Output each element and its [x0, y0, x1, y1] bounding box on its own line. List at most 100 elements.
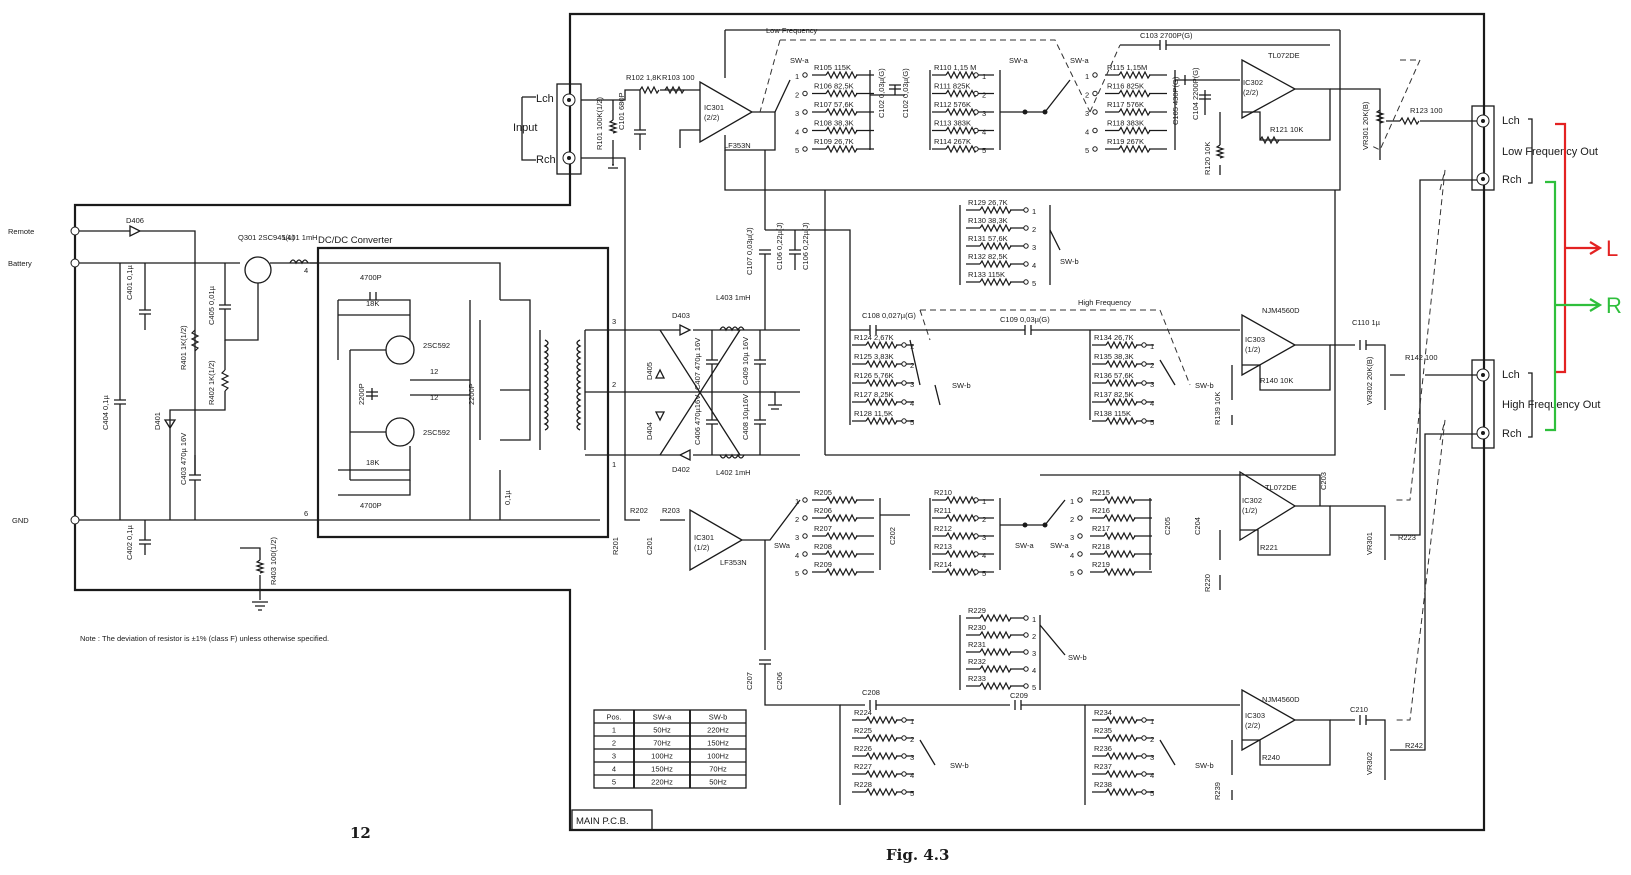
resistor: [945, 531, 978, 541]
switch-position-number: 5: [795, 569, 799, 578]
table-cell: 50Hz: [709, 778, 727, 787]
resistor-label: R216: [1092, 506, 1110, 515]
resistor: [825, 126, 858, 135]
switch-position-number: 3: [910, 753, 914, 762]
resistor-label: R128 11,5K: [854, 409, 893, 418]
switch-position-number: 4: [1150, 771, 1154, 780]
resistor-label: R207: [814, 524, 832, 533]
switch-position-number: 1: [982, 497, 986, 506]
resistor: [825, 70, 858, 80]
svg-text:C101 680P: C101 680P: [617, 92, 626, 130]
high-out-rch: Rch: [1502, 428, 1522, 440]
svg-text:C102 0,03µ(G): C102 0,03µ(G): [901, 68, 910, 118]
resistor: [865, 397, 898, 407]
lf-section-label: Low Frequency: [766, 26, 818, 35]
resistor-label: R113 383K: [934, 119, 971, 128]
svg-text:2200P: 2200P: [467, 383, 476, 405]
switch-position-number: 4: [910, 399, 914, 408]
resistor-label: R125 3,83K: [854, 352, 894, 361]
switch-position-number: 4: [1070, 551, 1074, 560]
table-cell: 2: [612, 739, 616, 748]
resistor: [979, 223, 1012, 233]
switch-position-number: 1: [910, 717, 914, 726]
table-cell: 50Hz: [653, 726, 671, 735]
svg-text:C103 2700P(G): C103 2700P(G): [1140, 31, 1193, 40]
resistor: [865, 359, 898, 369]
resistor-label: R237: [1094, 762, 1112, 771]
d401-diode: [163, 419, 177, 430]
resistor-label: R114 267K: [934, 137, 971, 146]
svg-text:SW-b: SW-b: [1068, 653, 1087, 662]
svg-text:C409 10µ 16V: C409 10µ 16V: [741, 337, 750, 385]
resistor-label: R217: [1092, 524, 1110, 533]
dcdc-label: DC/DC Converter: [318, 235, 392, 246]
switch-position-number: 4: [795, 128, 799, 137]
resistor-label: R105 115K: [814, 63, 851, 72]
switch-position-number: 4: [982, 551, 986, 560]
battery-label: Battery: [8, 259, 32, 268]
low-out-label: Low Frequency Out: [1502, 146, 1598, 158]
svg-text:C110 1µ: C110 1µ: [1352, 318, 1381, 327]
switch-position-number: 4: [1032, 666, 1036, 675]
switch-position-number: 3: [982, 109, 986, 118]
table-cell: 150Hz: [707, 739, 729, 748]
resistor-label: R215: [1092, 488, 1110, 497]
tr1-label: 2SC592: [423, 341, 450, 350]
d406-diode: [129, 224, 142, 238]
resistor: [1105, 715, 1138, 725]
resistor: [1103, 495, 1136, 505]
switch-position-number: 2: [1085, 91, 1089, 100]
resistor: [945, 495, 978, 505]
annotation-l: L: [1606, 236, 1618, 261]
table-cell: 220Hz: [651, 778, 673, 787]
table-cell: 3: [612, 752, 616, 761]
ic301b-opamp: [689, 508, 744, 572]
switch-position-number: 2: [795, 91, 799, 100]
resistor-label: R117 576K: [1107, 100, 1144, 109]
input-connector: [556, 83, 582, 175]
svg-text:SW-a: SW-a: [1050, 541, 1069, 550]
resistor-label: R208: [814, 542, 832, 551]
resistor: [945, 70, 978, 80]
resistor-note: Note : The deviation of resistor is ±1% …: [80, 634, 329, 643]
svg-text:IC302: IC302: [1242, 496, 1262, 505]
page-number: 12: [350, 824, 371, 842]
switch-position-number: 2: [1150, 735, 1154, 744]
svg-text:SW-b: SW-b: [1060, 257, 1079, 266]
switch-position-number: 3: [1150, 753, 1154, 762]
switch-position-number: 1: [795, 72, 799, 81]
resistor: [979, 664, 1012, 674]
svg-text:C108 0,027µ(G): C108 0,027µ(G): [862, 311, 916, 320]
d406-label: D406: [126, 216, 144, 225]
figure-caption: Fig. 4.3: [886, 846, 949, 864]
switch-position-number: 1: [1070, 497, 1074, 506]
table-header-cell: SW-b: [709, 713, 728, 722]
low-out-rch: Rch: [1502, 174, 1522, 186]
switch-position-number: 2: [910, 361, 914, 370]
resistor-label: R124 2,67K: [854, 333, 894, 342]
resistor-label: R233: [968, 674, 986, 683]
switch-position-number: 4: [795, 551, 799, 560]
c4700-b-label: 4700P: [360, 501, 382, 510]
resistor: [1103, 549, 1136, 559]
table-cell: 4: [612, 765, 616, 774]
svg-text:(1/2): (1/2): [694, 543, 710, 552]
switch-position-number: 5: [1150, 418, 1154, 427]
svg-text:SW-a: SW-a: [1015, 541, 1034, 550]
svg-text:C106 0,22µ(J): C106 0,22µ(J): [801, 222, 810, 270]
resistor-label: R226: [854, 744, 872, 753]
annotation-r: R: [1606, 293, 1622, 318]
resistor-label: R132 82,5K: [968, 252, 1008, 261]
resistor: [1118, 126, 1151, 135]
high-out-lch: Lch: [1502, 369, 1520, 381]
ic303a-opamp: [1241, 313, 1297, 377]
switch-position-number: 5: [1032, 279, 1036, 288]
